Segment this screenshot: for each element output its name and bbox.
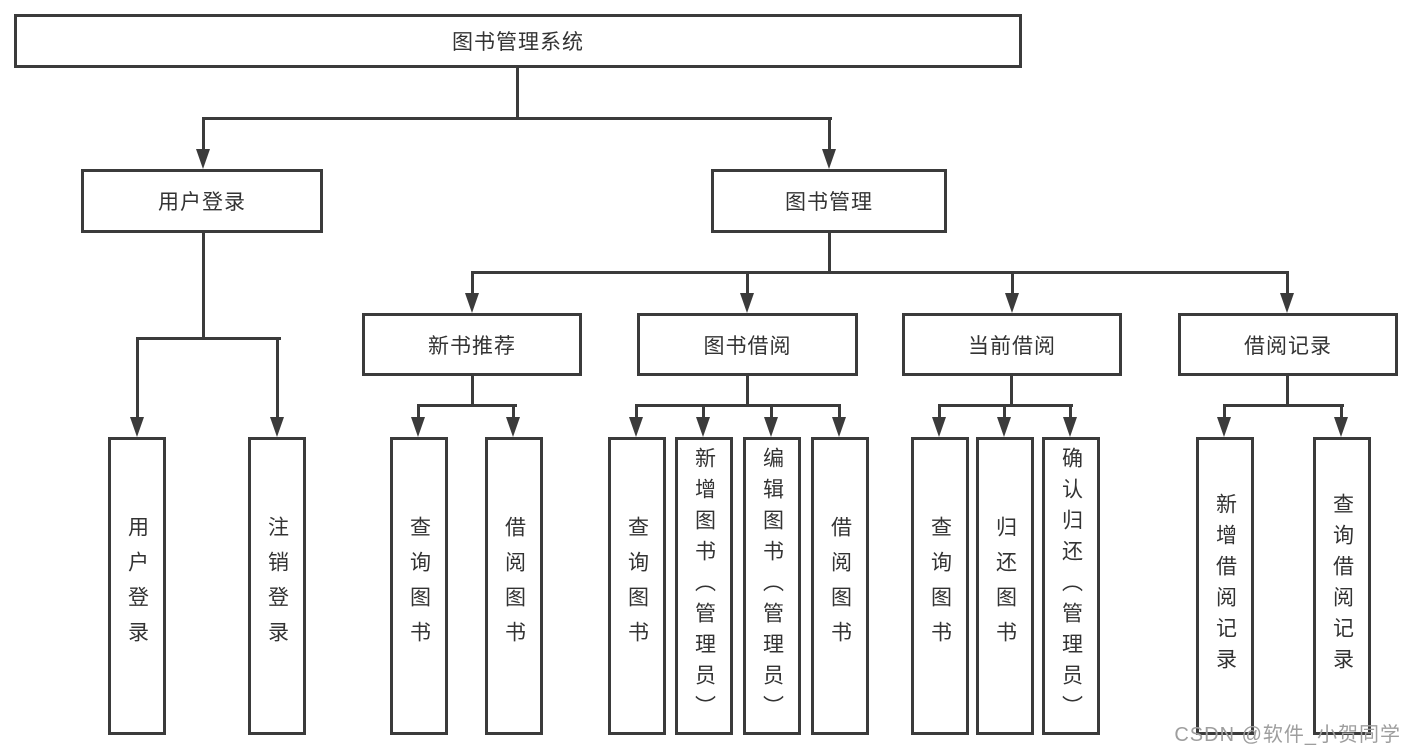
node-book-borrow-label: 图书借阅 [703, 334, 792, 358]
leaf-query-borrow-record: 查询借阅记录 [1313, 437, 1371, 735]
leaf-user-login: 用户登录 [108, 437, 166, 735]
arrowhead-down-icon [196, 149, 210, 169]
leaf-add-book-admin-label: 新增图书（管理员） [692, 446, 716, 726]
connector-stem [276, 337, 279, 421]
connector-stem [1223, 404, 1226, 420]
arrowhead-down-icon [1063, 417, 1077, 437]
connector-trunk [1286, 376, 1289, 407]
connector-stem [828, 117, 831, 151]
arrowhead-down-icon [822, 149, 836, 169]
arrowhead-down-icon [130, 417, 144, 437]
leaf-confirm-return-admin: 确认归还（管理员） [1042, 437, 1100, 735]
leaf-borrow-books-2-label: 借阅图书 [828, 516, 852, 656]
leaf-query-books-3-label: 查询图书 [928, 516, 952, 656]
node-current-borrow-label: 当前借阅 [968, 334, 1056, 358]
arrowhead-down-icon [997, 417, 1011, 437]
connector-root-trunk [516, 68, 519, 120]
arrowhead-down-icon [1217, 417, 1231, 437]
node-user-login-label: 用户登录 [158, 191, 246, 214]
arrowhead-down-icon [740, 293, 754, 313]
leaf-add-borrow-record-label: 新增借阅记录 [1213, 493, 1237, 679]
connector-stem [770, 404, 773, 420]
connector-user-login-bar [136, 337, 281, 340]
arrowhead-down-icon [696, 417, 710, 437]
arrowhead-down-icon [411, 417, 425, 437]
connector-stem [471, 271, 474, 297]
connector-stem [838, 404, 841, 420]
connector-bar [417, 404, 517, 407]
node-new-book-recommend: 新书推荐 [362, 313, 582, 376]
leaf-query-books-1-label: 查询图书 [407, 516, 431, 656]
leaf-return-book: 归还图书 [976, 437, 1034, 735]
connector-trunk [746, 376, 749, 407]
node-book-management: 图书管理 [711, 169, 947, 233]
node-root: 图书管理系统 [14, 14, 1022, 68]
leaf-return-book-label: 归还图书 [993, 516, 1017, 656]
leaf-query-books-2: 查询图书 [608, 437, 666, 735]
leaf-query-books-3: 查询图书 [911, 437, 969, 735]
connector-level2-bar [202, 117, 832, 120]
arrowhead-down-icon [932, 417, 946, 437]
connector-stem [1003, 404, 1006, 420]
connector-stem [202, 117, 205, 151]
node-borrow-records-label: 借阅记录 [1244, 334, 1332, 358]
connector-stem [1011, 271, 1014, 297]
connector-stem [1286, 271, 1289, 297]
leaf-add-borrow-record: 新增借阅记录 [1196, 437, 1254, 735]
arrowhead-down-icon [270, 417, 284, 437]
arrowhead-down-icon [1280, 293, 1294, 313]
connector-book-management-trunk [828, 233, 831, 273]
arrowhead-down-icon [764, 417, 778, 437]
leaf-logout-label: 注销登录 [265, 516, 289, 656]
arrowhead-down-icon [506, 417, 520, 437]
arrowhead-down-icon [832, 417, 846, 437]
leaf-edit-book-admin-label: 编辑图书（管理员） [760, 446, 784, 726]
leaf-user-login-label: 用户登录 [125, 516, 149, 656]
connector-bar [635, 404, 841, 407]
leaf-borrow-books-2: 借阅图书 [811, 437, 869, 735]
connector-user-login-trunk [202, 233, 205, 340]
connector-stem [938, 404, 941, 420]
connector-stem [136, 337, 139, 421]
arrowhead-down-icon [629, 417, 643, 437]
connector-stem [1069, 404, 1072, 420]
connector-level3-bar [471, 271, 1289, 274]
leaf-borrow-books-1-label: 借阅图书 [502, 516, 526, 656]
leaf-query-books-2-label: 查询图书 [625, 516, 649, 656]
node-current-borrow: 当前借阅 [902, 313, 1122, 376]
connector-trunk [471, 376, 474, 407]
leaf-edit-book-admin: 编辑图书（管理员） [743, 437, 801, 735]
leaf-query-borrow-record-label: 查询借阅记录 [1330, 493, 1354, 679]
leaf-add-book-admin: 新增图书（管理员） [675, 437, 733, 735]
watermark: CSDN @软件_小贺同学 [1174, 724, 1401, 746]
connector-bar [1223, 404, 1344, 407]
connector-stem [635, 404, 638, 420]
leaf-borrow-books-1: 借阅图书 [485, 437, 543, 735]
arrowhead-down-icon [465, 293, 479, 313]
node-book-borrow: 图书借阅 [637, 313, 858, 376]
node-borrow-records: 借阅记录 [1178, 313, 1398, 376]
node-root-label: 图书管理系统 [452, 31, 584, 54]
connector-stem [1340, 404, 1343, 420]
connector-stem [512, 404, 515, 420]
connector-stem [417, 404, 420, 420]
connector-stem [702, 404, 705, 420]
leaf-confirm-return-admin-label: 确认归还（管理员） [1059, 446, 1083, 726]
leaf-logout: 注销登录 [248, 437, 306, 735]
node-book-management-label: 图书管理 [785, 191, 873, 214]
connector-stem [746, 271, 749, 297]
node-new-book-recommend-label: 新书推荐 [428, 334, 516, 358]
arrowhead-down-icon [1005, 293, 1019, 313]
leaf-query-books-1: 查询图书 [390, 437, 448, 735]
arrowhead-down-icon [1334, 417, 1348, 437]
node-user-login: 用户登录 [81, 169, 323, 233]
connector-trunk [1010, 376, 1013, 407]
